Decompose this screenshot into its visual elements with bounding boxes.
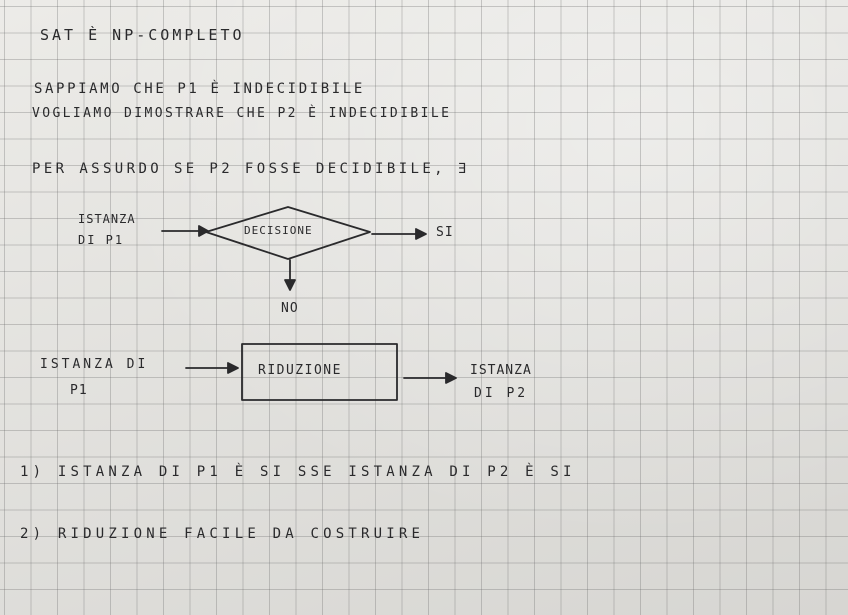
decision-input-label-1: ISTANZA [78,212,136,226]
reduction-input-label-1: ISTANZA DI [40,357,149,372]
reduction-input-arrowhead [227,362,239,374]
decision-no-arrowhead [284,279,296,291]
condition-item-2: 2) RIDUZIONE FACILE DA COSTRUIRE [20,526,425,542]
reduction-output-label-2: DI P2 [474,386,529,401]
decision-no-label: NO [281,301,299,316]
reduction-input-label-2: P1 [70,383,88,398]
decision-box-label: DECISIONE [244,224,313,237]
decision-input-arrowhead [198,225,209,237]
decision-yes-label: SI [436,225,454,240]
decision-input-label-2: DI P1 [78,233,125,247]
reduction-output-label-1: ISTANZA [470,363,532,378]
notes-line-2: VOGLIAMO DIMOSTRARE CHE P2 È INDECIDIBIL… [32,106,452,121]
reduction-box-label: RIDUZIONE [258,363,342,378]
notes-line-1: SAPPIAMO CHE P1 È INDECIDIBILE [34,81,365,97]
condition-item-1: 1) ISTANZA DI P1 È SI SSE ISTANZA DI P2 … [20,464,576,480]
reduction-output-arrowhead [445,372,457,384]
decision-yes-arrowhead [415,228,427,240]
notes-line-3: PER ASSURDO SE P2 FOSSE DECIDIBILE, ∃ [32,161,470,177]
notes-title: SAT È NP-COMPLETO [40,26,245,44]
